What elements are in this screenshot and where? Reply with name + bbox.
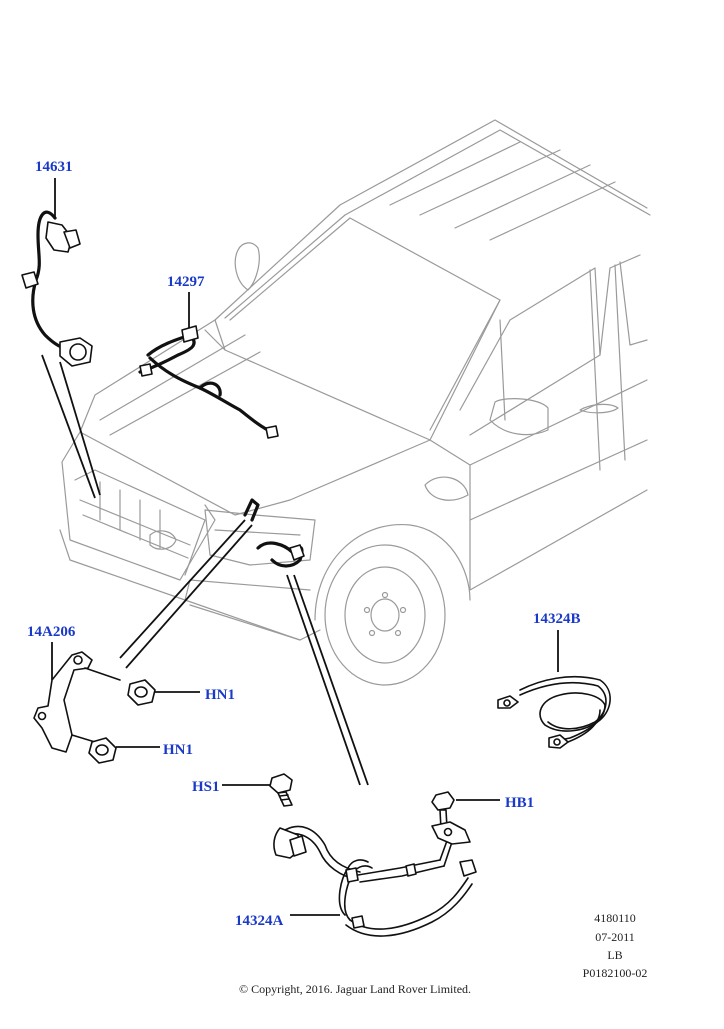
hs1-bolt — [222, 773, 293, 807]
leader-cable-1 — [286, 574, 361, 786]
leader-cable-2 — [293, 574, 369, 786]
hn1-nut-upper — [127, 679, 200, 706]
front-bracket-marker — [243, 498, 260, 522]
hn1-nut-lower — [88, 737, 160, 764]
callout-hn1-upper: HN1 — [205, 687, 235, 703]
meta-line-3: LB — [607, 948, 622, 962]
callout-14324A: 14324A — [235, 913, 284, 929]
callout-hb1: HB1 — [505, 795, 534, 811]
callout-14631: 14631 — [35, 159, 73, 175]
part-14324A-cable — [273, 821, 477, 937]
part-14297-harness — [138, 292, 279, 439]
callout-hs1: HS1 — [192, 779, 220, 795]
part-14A206-bracket — [33, 642, 121, 753]
copyright-notice: © Copyright, 2016. Jaguar Land Rover Lim… — [239, 982, 471, 996]
meta-line-4: P0182100-02 — [583, 966, 648, 980]
callout-hn1-lower: HN1 — [163, 742, 193, 758]
callout-14324B: 14324B — [533, 611, 581, 627]
leader-bracket-1 — [119, 519, 246, 659]
meta-line-1: 4180110 — [594, 911, 636, 925]
part-14631-harness — [21, 178, 101, 499]
vehicle-outline — [59, 119, 651, 686]
callout-14297: 14297 — [167, 274, 205, 290]
part-14324B-cable — [497, 630, 611, 749]
leader-bracket-2 — [125, 524, 253, 669]
front-cable-marker — [256, 541, 305, 568]
callout-14A206: 14A206 — [27, 624, 76, 640]
meta-line-2: 07-2011 — [595, 930, 635, 944]
